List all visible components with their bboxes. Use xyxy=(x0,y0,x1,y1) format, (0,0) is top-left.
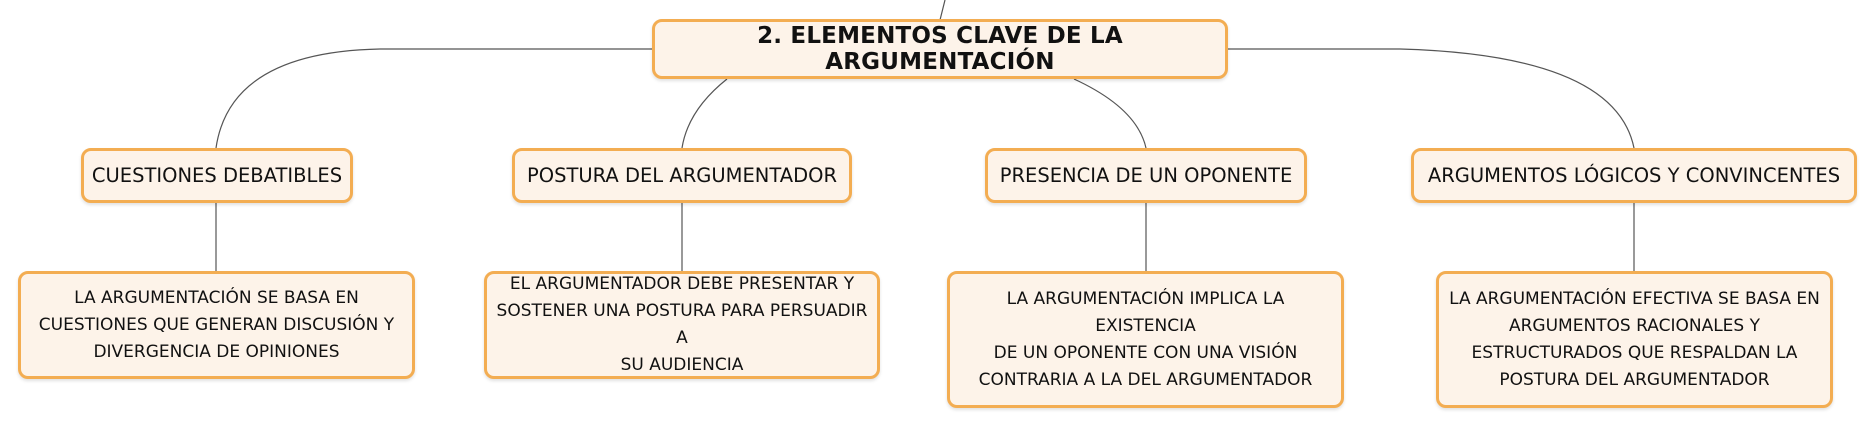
detail-text: LA ARGUMENTACIÓN IMPLICA LA EXISTENCIA D… xyxy=(956,286,1335,394)
detail-node-postura-del-argumentador[interactable]: EL ARGUMENTADOR DEBE PRESENTAR Y SOSTENE… xyxy=(484,271,880,379)
detail-text: LA ARGUMENTACIÓN EFECTIVA SE BASA EN ARG… xyxy=(1449,286,1820,394)
detail-line: LA ARGUMENTACIÓN IMPLICA LA EXISTENCIA xyxy=(1006,288,1285,336)
category-node-argumentos-logicos[interactable]: ARGUMENTOS LÓGICOS Y CONVINCENTES xyxy=(1411,148,1857,203)
connector-root-to-oponente xyxy=(1073,78,1147,149)
detail-line: LA ARGUMENTACIÓN EFECTIVA SE BASA EN xyxy=(1449,288,1820,309)
detail-line: EL ARGUMENTADOR DEBE PRESENTAR Y xyxy=(509,274,855,294)
category-label: CUESTIONES DEBATIBLES xyxy=(91,164,343,187)
connector-root-to-postura xyxy=(681,78,728,149)
detail-line: DE UN OPONENTE CON UNA VISIÓN xyxy=(993,342,1298,363)
detail-text: EL ARGUMENTADOR DEBE PRESENTAR Y SOSTENE… xyxy=(493,271,871,379)
detail-line: POSTURA DEL ARGUMENTADOR xyxy=(1499,369,1770,390)
detail-line: CUESTIONES QUE GENERAN DISCUSIÓN Y xyxy=(38,314,395,335)
detail-text: LA ARGUMENTACIÓN SE BASA EN CUESTIONES Q… xyxy=(39,285,394,366)
category-label: ARGUMENTOS LÓGICOS Y CONVINCENTES xyxy=(1427,164,1841,187)
detail-line: LA ARGUMENTACIÓN SE BASA EN xyxy=(74,287,359,308)
root-label: 2. ELEMENTOS CLAVE DE LA ARGUMENTACIÓN xyxy=(757,23,1123,75)
connector-parent-to-root xyxy=(939,0,946,21)
detail-line: ESTRUCTURADOS QUE RESPALDAN LA xyxy=(1471,342,1798,363)
detail-line: DIVERGENCIA DE OPINIONES xyxy=(93,341,340,362)
detail-line: SU AUDIENCIA xyxy=(620,355,744,375)
detail-line: ARGUMENTOS RACIONALES Y xyxy=(1508,315,1760,336)
root-node[interactable]: 2. ELEMENTOS CLAVE DE LA ARGUMENTACIÓN xyxy=(652,19,1228,79)
detail-node-cuestiones-debatibles[interactable]: LA ARGUMENTACIÓN SE BASA EN CUESTIONES Q… xyxy=(18,271,415,379)
connector-root-to-argumentos xyxy=(1228,48,1635,149)
detail-node-presencia-de-un-oponente[interactable]: LA ARGUMENTACIÓN IMPLICA LA EXISTENCIA D… xyxy=(947,271,1344,408)
category-label: POSTURA DEL ARGUMENTADOR xyxy=(526,164,838,187)
detail-line: CONTRARIA A LA DEL ARGUMENTADOR xyxy=(978,369,1313,390)
detail-node-argumentos-logicos[interactable]: LA ARGUMENTACIÓN EFECTIVA SE BASA EN ARG… xyxy=(1436,271,1833,408)
category-node-cuestiones-debatibles[interactable]: CUESTIONES DEBATIBLES xyxy=(81,148,353,203)
category-node-postura-del-argumentador[interactable]: POSTURA DEL ARGUMENTADOR xyxy=(512,148,852,203)
category-node-presencia-de-un-oponente[interactable]: PRESENCIA DE UN OPONENTE xyxy=(985,148,1307,203)
detail-line: SOSTENER UNA POSTURA PARA PERSUADIR A xyxy=(496,301,868,348)
category-label: PRESENCIA DE UN OPONENTE xyxy=(999,164,1293,187)
connector-root-to-cuestiones xyxy=(215,48,652,149)
